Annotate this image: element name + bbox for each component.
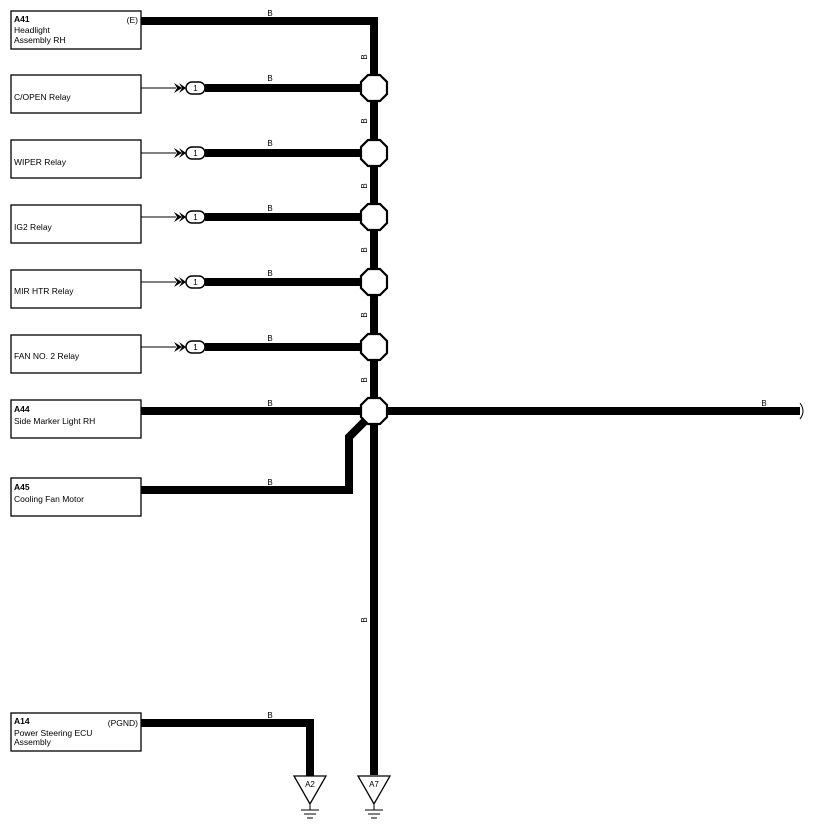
wire-color-label: B: [360, 377, 369, 382]
ground-a7: A7: [356, 775, 392, 819]
component-label: Headlight: [14, 25, 51, 35]
arrow-icon: [174, 342, 182, 352]
wire-color-label: B: [360, 247, 369, 252]
component-label: FAN NO. 2 Relay: [14, 351, 80, 361]
component-fan2-relay: FAN NO. 2 Relay: [10, 334, 142, 374]
splice-point: [359, 396, 389, 426]
arrow-icon: [174, 148, 182, 158]
splice-point: [359, 73, 389, 103]
connector-pin-label: 1: [193, 343, 198, 352]
connector-mirhtr: 1: [141, 275, 206, 289]
wire-color-labels: B B B B B B B B B B B B B B B B B: [267, 9, 766, 720]
wire-color-label: B: [360, 312, 369, 317]
component-a14: A14 Power Steering ECU Assembly (PGND): [10, 712, 142, 752]
component-label: WIPER Relay: [14, 157, 67, 167]
component-mirhtr-relay: MIR HTR Relay: [10, 269, 142, 309]
wire-color-label: B: [267, 399, 272, 408]
wire-color-label: B: [267, 74, 272, 83]
component-a45: A45 Cooling Fan Motor: [10, 477, 142, 517]
splice-point: [359, 138, 389, 168]
wire-color-label: B: [267, 478, 272, 487]
arrow-icon: [174, 212, 182, 222]
component-code: A41: [14, 14, 30, 24]
component-label: Assembly RH: [14, 35, 65, 45]
connector-fan2: 1: [141, 340, 206, 354]
component-copen-relay: C/OPEN Relay: [10, 74, 142, 114]
terminal-label: (PGND): [108, 718, 138, 728]
ground-icon: [292, 775, 328, 806]
component-label: MIR HTR Relay: [14, 286, 74, 296]
component-ig2-relay: IG2 Relay: [10, 204, 142, 244]
component-code: A14: [14, 716, 30, 726]
wire-a41: [141, 17, 378, 775]
wire-color-label: B: [360, 183, 369, 188]
connector-pin-label: 1: [193, 84, 198, 93]
wire-color-label: B: [360, 118, 369, 123]
ground-icon: [356, 775, 392, 806]
component-a44: A44 Side Marker Light RH: [10, 399, 142, 439]
wire-color-label: B: [267, 711, 272, 720]
component-wiper-relay: WIPER Relay: [10, 139, 142, 179]
splice-points: [359, 73, 389, 426]
connector-copen: 1: [141, 81, 206, 95]
arrow-icon: [174, 277, 182, 287]
splice-point: [359, 332, 389, 362]
component-a41: A41 Headlight Assembly RH (E): [10, 10, 142, 50]
component-label: Cooling Fan Motor: [14, 494, 84, 504]
wire-color-label: B: [360, 617, 369, 622]
wire-color-label: B: [360, 54, 369, 59]
wire-color-label: B: [267, 269, 272, 278]
continuation-mark: [799, 402, 804, 420]
component-label: IG2 Relay: [14, 222, 53, 232]
component-code: A45: [14, 482, 30, 492]
wire-a14: [141, 719, 314, 776]
component-label: C/OPEN Relay: [14, 92, 71, 102]
connector-pin-label: 1: [193, 278, 198, 287]
ground-label: A2: [305, 780, 315, 789]
wire-color-label: B: [761, 399, 766, 408]
ground-label: A7: [369, 780, 379, 789]
component-label: Side Marker Light RH: [14, 416, 95, 426]
component-label: Assembly: [14, 737, 52, 747]
connector-ig2: 1: [141, 210, 206, 224]
arrow-icon: [174, 83, 182, 93]
wire-color-label: B: [267, 334, 272, 343]
connector-wiper: 1: [141, 146, 206, 160]
terminal-label: (E): [127, 15, 139, 25]
connector-pin-label: 1: [193, 213, 198, 222]
wire-color-label: B: [267, 9, 272, 18]
splice-point: [359, 267, 389, 297]
component-label: Power Steering ECU: [14, 728, 92, 738]
wire-color-label: B: [267, 204, 272, 213]
connector-pin-label: 1: [193, 149, 198, 158]
component-code: A44: [14, 404, 30, 414]
wire-color-label: B: [267, 139, 272, 148]
wire-a45: [141, 417, 369, 494]
ground-a2: A2: [292, 775, 328, 819]
splice-point: [359, 202, 389, 232]
